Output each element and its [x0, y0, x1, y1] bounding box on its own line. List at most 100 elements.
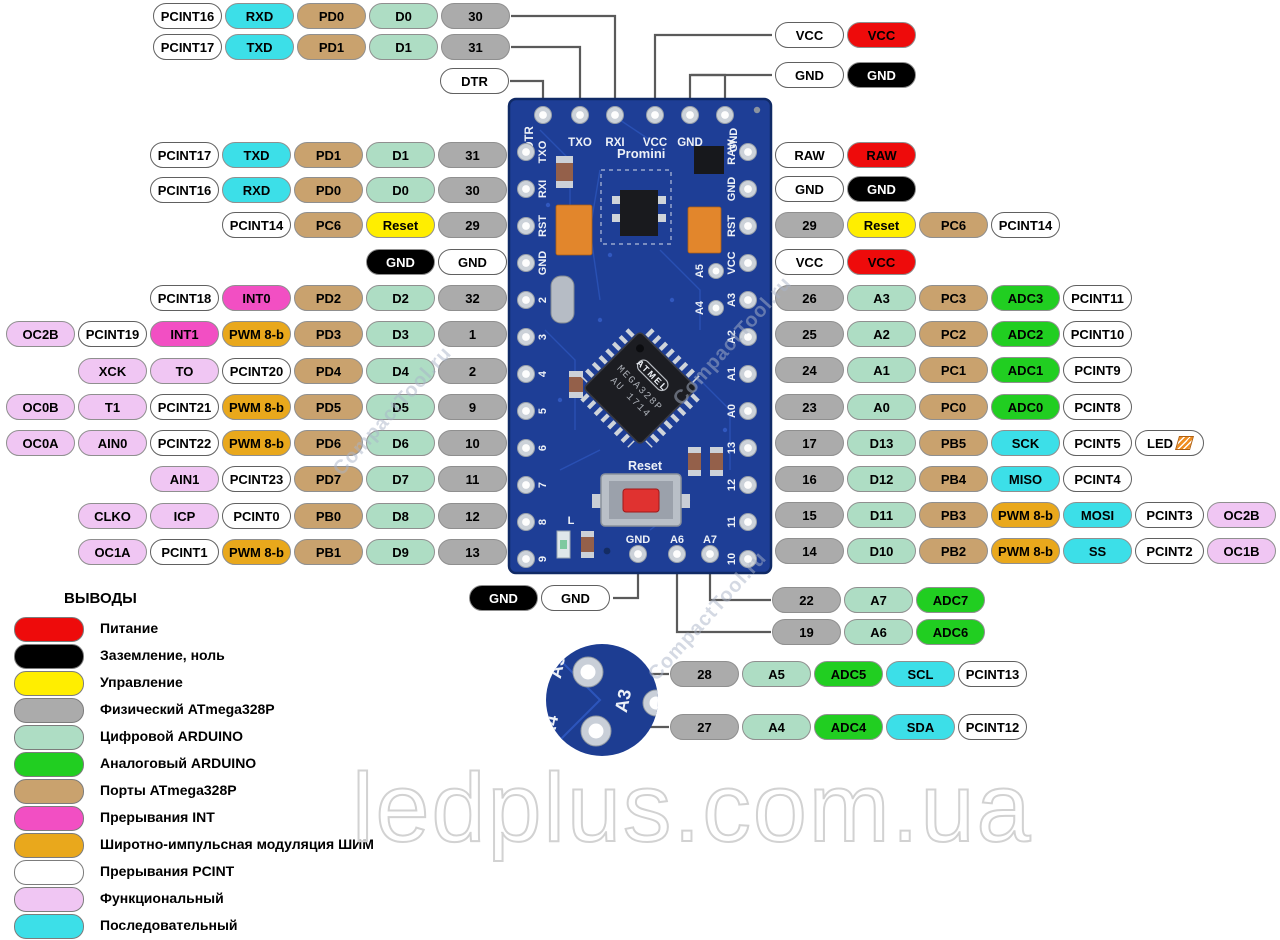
reset-button-cap	[622, 488, 660, 513]
pill-label: 30	[465, 182, 480, 198]
pin-pill-adc2: ADC2	[991, 321, 1060, 347]
pin-pill-d3: D3	[366, 321, 435, 347]
board-bottom-pin-label: GND	[626, 534, 651, 546]
pill-label: A7	[870, 592, 887, 608]
pin-pill-t1: T1	[78, 394, 147, 420]
pin-pill-rxd: RXD	[222, 177, 291, 203]
capacitor-small	[569, 371, 583, 398]
pin-pill-a6: A6	[844, 619, 913, 645]
pin-pill-sda: SDA	[886, 714, 955, 740]
pill-label: TXD	[243, 147, 270, 163]
pin-pill-adc7: ADC7	[916, 587, 985, 613]
pin-pill-pwm-8-b: PWM 8-b	[222, 539, 291, 565]
pin-pill-int1: INT1	[150, 321, 219, 347]
board-right-pin-label: A2	[726, 330, 738, 344]
board-bottom-pin-label: A6	[670, 534, 684, 546]
pin-pill-pcint23: PCINT23	[222, 466, 291, 492]
pin-pill-pb0: PB0	[294, 503, 363, 529]
pin-pill-pcint16: PCINT16	[150, 177, 219, 203]
pin-pill-clko: CLKO	[78, 503, 147, 529]
pill-label: OC1A	[94, 544, 131, 560]
capacitor-orange-left	[555, 204, 593, 256]
pill-label: 9	[468, 399, 477, 415]
pin-pill-pd6: PD6	[294, 430, 363, 456]
legend-label: Последовательный	[100, 917, 238, 933]
pin-pill-reset: Reset	[847, 212, 916, 238]
board-right-pin-label: RAW	[726, 139, 738, 165]
pin-pill-led: LED	[1135, 430, 1204, 456]
pill-label: PCINT17	[157, 147, 212, 163]
legend-swatch-functional	[14, 886, 84, 912]
board-bottom-pin-label: A7	[703, 534, 717, 546]
legend-label: Прерывания PCINT	[100, 863, 235, 879]
pill-label: D1	[395, 39, 412, 55]
legend-label: Широтно-импульсная модуляция ШИМ	[100, 836, 374, 852]
pill-label: PC2	[940, 326, 967, 342]
pill-label: ADC3	[1007, 290, 1044, 306]
pill-label: 24	[802, 362, 817, 378]
legend-swatch-physical	[14, 697, 84, 723]
pin-pill-oc2b: OC2B	[6, 321, 75, 347]
pill-label: PC1	[940, 362, 967, 378]
pin-pill-pd5: PD5	[294, 394, 363, 420]
pin-pill-vcc: VCC	[775, 22, 844, 48]
pin-pill-pcint12: PCINT12	[958, 714, 1027, 740]
pill-label: PC3	[940, 290, 967, 306]
pin-pill-int0: INT0	[222, 285, 291, 311]
pill-label: A2	[873, 326, 890, 342]
board-right-pin-label: A1	[726, 367, 738, 381]
pill-label: VCC	[867, 27, 896, 43]
pill-label: 12	[465, 508, 480, 524]
pill-label: MISO	[1008, 471, 1043, 487]
pin-pill-pb4: PB4	[919, 466, 988, 492]
pill-label: D8	[392, 508, 409, 524]
pill-label: GND	[386, 254, 415, 270]
legend-label: Аналоговый ARDUINO	[100, 755, 257, 771]
pin-pill-to: TO	[150, 358, 219, 384]
pill-label: SCL	[907, 666, 934, 682]
pill-label: 26	[802, 290, 817, 306]
pin-pill-d13: D13	[847, 430, 916, 456]
board-left-pin-label: TXO	[537, 140, 549, 163]
pill-label: 15	[802, 507, 817, 523]
pin-pill-14: 14	[775, 538, 844, 564]
legend-swatch-digital	[14, 724, 84, 750]
board-inner-pin-label: A5	[694, 264, 706, 278]
pin-pill-pcint19: PCINT19	[78, 321, 147, 347]
pill-label: 17	[802, 435, 817, 451]
board-left-pin-label: 5	[537, 408, 549, 414]
pin-pill-27: 27	[670, 714, 739, 740]
pill-label: ADC7	[932, 592, 969, 608]
legend-label: Цифровой ARDUINO	[100, 728, 243, 744]
pin-pill-pcint16: PCINT16	[153, 3, 222, 29]
pill-label: 32	[465, 290, 480, 306]
pill-label: PD7	[315, 471, 342, 487]
pin-pill-32: 32	[438, 285, 507, 311]
pin-pill-d7: D7	[366, 466, 435, 492]
pill-label: A4	[768, 719, 785, 735]
pill-label: PD0	[318, 8, 345, 24]
pill-label: D3	[392, 326, 409, 342]
pin-pill-1: 1	[438, 321, 507, 347]
pin-pill-adc3: ADC3	[991, 285, 1060, 311]
pill-label: PD4	[315, 363, 342, 379]
pcb-components	[550, 146, 724, 559]
pin-pill-a7: A7	[844, 587, 913, 613]
pill-label: ADC2	[1007, 326, 1044, 342]
pin-pill-pwm-8-b: PWM 8-b	[991, 538, 1060, 564]
pill-label: 23	[802, 399, 817, 415]
legend-swatch-power	[14, 616, 84, 642]
pin-pill-pc3: PC3	[919, 285, 988, 311]
pill-label: PD6	[315, 435, 342, 451]
pin-pill-30: 30	[438, 177, 507, 203]
pin-pill-sck: SCK	[991, 430, 1060, 456]
pill-label: GND	[867, 181, 896, 197]
watermark-ledplus: ledplus.com.ua	[351, 752, 1033, 863]
board-left-pin-label: 9	[537, 556, 549, 562]
pin-pill-pwm-8-b: PWM 8-b	[222, 430, 291, 456]
pin-pill-txd: TXD	[225, 34, 294, 60]
pin-pill-pd7: PD7	[294, 466, 363, 492]
pill-label: PB3	[940, 507, 967, 523]
pin-pill-pb1: PB1	[294, 539, 363, 565]
pill-label: GND	[458, 254, 487, 270]
